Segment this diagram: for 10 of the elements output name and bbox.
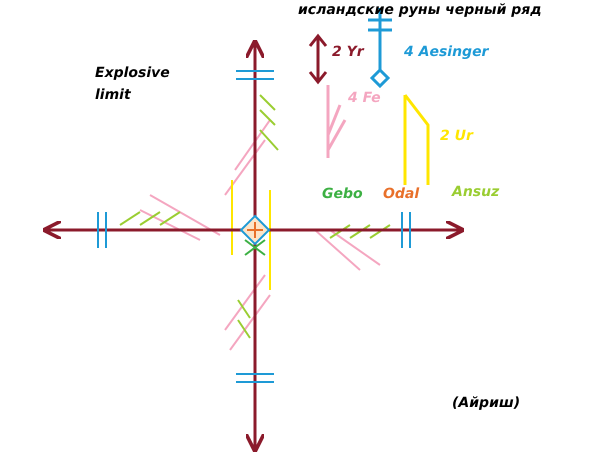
rune-label: 4 Fe (348, 90, 381, 106)
rune-label: Ansuz (452, 184, 500, 200)
title: исландские руны черный ряд (298, 2, 542, 18)
rune-label: Gebo (322, 186, 363, 202)
note: Explosive limit (95, 64, 171, 105)
rune-label: 4 Aesinger (404, 44, 488, 60)
rune-label: 2 Ur (440, 128, 473, 144)
rune-label: Odal (383, 186, 420, 202)
signature: (Айриш) (452, 395, 520, 411)
rune-label: 2 Yr (332, 44, 364, 60)
